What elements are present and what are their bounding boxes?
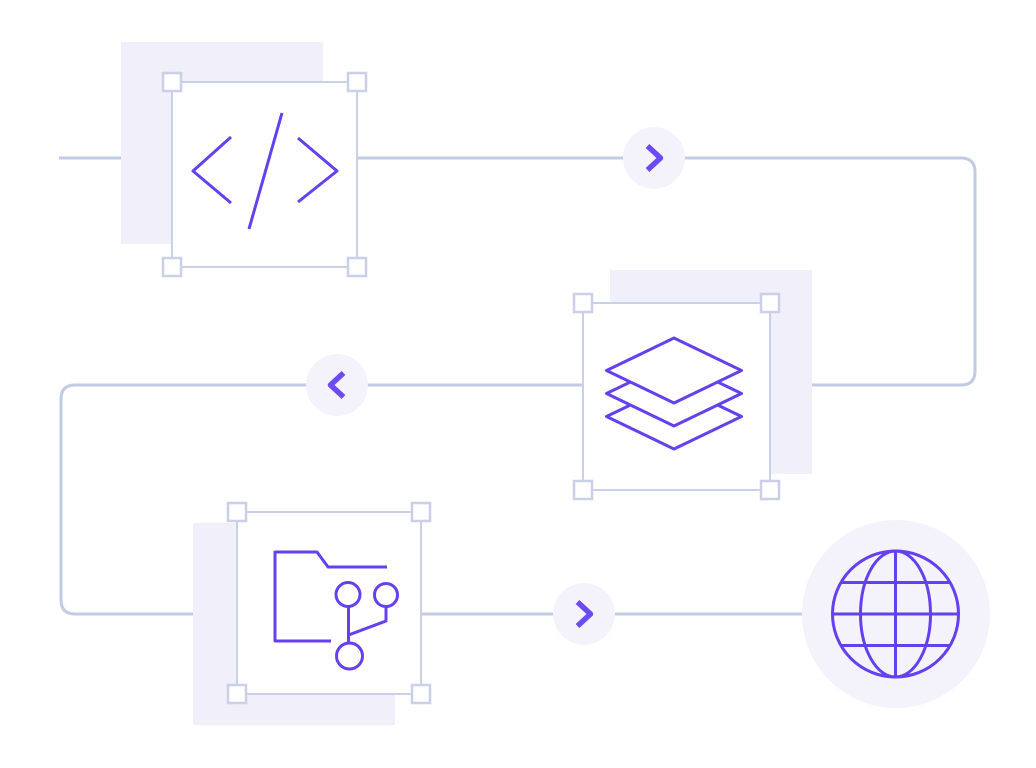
step-node-circle: [623, 127, 685, 189]
selection-handle: [346, 71, 368, 93]
selection-handle: [759, 292, 781, 314]
globe-icon: [831, 549, 960, 679]
code-card: [121, 42, 368, 278]
step-node-circle: [553, 583, 615, 645]
chevron-right-icon: [575, 599, 594, 629]
selection-handle: [410, 683, 432, 705]
web-node: [802, 520, 990, 708]
layers-card: [572, 270, 812, 501]
connector-path: [59, 156, 977, 616]
selection-handle: [161, 256, 183, 278]
chevron-left-icon: [327, 370, 346, 400]
selection-handle: [346, 256, 368, 278]
git-branch-folder-icon: [273, 550, 399, 671]
selection-handle: [226, 683, 248, 705]
step-node-left: [306, 354, 368, 416]
step-node-right-2: [553, 583, 615, 645]
selection-handle: [410, 501, 432, 523]
selection-handle: [759, 479, 781, 501]
selection-handle: [226, 501, 248, 523]
chevron-right-icon: [645, 143, 664, 173]
selection-handle: [572, 479, 594, 501]
step-node-circle: [306, 354, 368, 416]
selection-handle: [161, 71, 183, 93]
selection-handle: [572, 292, 594, 314]
git-card: [193, 501, 432, 725]
layers-icon: [605, 336, 743, 451]
code-icon: [191, 112, 339, 230]
step-node-right-1: [623, 127, 685, 189]
